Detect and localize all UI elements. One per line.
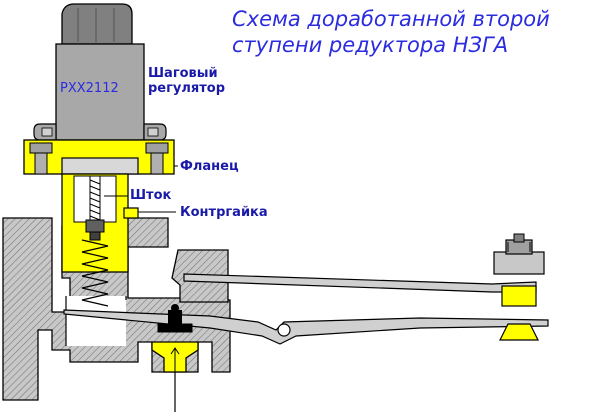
stepper-label-line-1: Шаговый (148, 66, 218, 81)
title-line-2: ступени редуктора НЗГА (232, 33, 509, 57)
model-label: РХХ2112 (60, 81, 119, 96)
locknut (123, 207, 139, 219)
diagram-title: Схема доработанной второй ступени редукт… (232, 6, 592, 58)
flange-label: Фланец (180, 159, 239, 174)
bolt-head-left (29, 142, 53, 154)
locknut-label: Контргайка (180, 205, 268, 220)
valve-stem (157, 323, 193, 333)
adjust-nut (493, 251, 545, 275)
valve-yellow-lower (499, 323, 539, 341)
rod-head (85, 219, 105, 233)
spring (81, 239, 109, 307)
upper-lever (183, 273, 537, 293)
valve-yellow-upper (501, 285, 537, 307)
bolt-head-right (145, 142, 169, 154)
lever-pivot (277, 323, 291, 337)
stepper-label-line-2: регулятор (148, 81, 226, 96)
stepper-label: Шаговый регулятор (148, 66, 225, 96)
lower-cavity (66, 296, 126, 346)
flange-boss (61, 157, 139, 175)
rod-label: Шток (130, 188, 172, 203)
stepper-connector (61, 3, 133, 45)
lower-lever (63, 309, 549, 345)
title-line-1: Схема доработанной второй (232, 7, 550, 31)
